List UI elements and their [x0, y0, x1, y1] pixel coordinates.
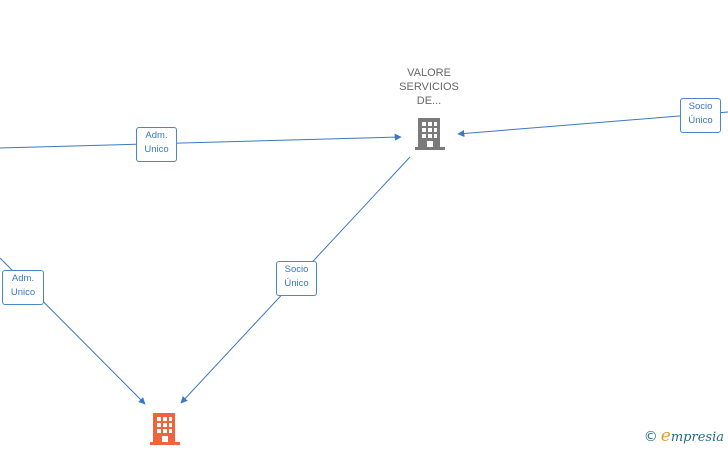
- edge-label-line: Adm.: [11, 273, 35, 284]
- edge-label-line: Único: [688, 115, 713, 126]
- edge-label-line: Unico: [10, 287, 36, 298]
- edge-label-line: Socio: [284, 264, 309, 275]
- edge-label-line: Adm.: [145, 130, 168, 141]
- copyright-icon: ©: [643, 429, 658, 445]
- brand-logo: ©empresia: [644, 426, 724, 446]
- edge-label-socio-unico[interactable]: Socio Único: [276, 261, 317, 296]
- node-label-line: VALORE: [407, 67, 451, 79]
- building-icon[interactable]: [413, 116, 447, 152]
- edge-label-line: Socio: [688, 101, 713, 112]
- node-label-line: DE...: [416, 95, 442, 107]
- node-label-line: SERVICIOS: [399, 81, 459, 93]
- building-icon[interactable]: [148, 411, 182, 447]
- edge-label-adm-unico[interactable]: Adm. Unico: [2, 270, 44, 305]
- edge-label-socio-unico[interactable]: Socio Único: [680, 98, 721, 133]
- edge-label-line: Unico: [144, 144, 169, 155]
- brand-initial: e: [660, 426, 671, 446]
- node-label-valore: VALORE SERVICIOS DE...: [384, 66, 474, 108]
- edge-label-line: Único: [284, 278, 309, 289]
- edge-left-to-valore: [0, 133, 402, 149]
- edge-label-adm-unico[interactable]: Adm. Unico: [136, 127, 177, 162]
- brand-name: mpresia: [670, 430, 724, 445]
